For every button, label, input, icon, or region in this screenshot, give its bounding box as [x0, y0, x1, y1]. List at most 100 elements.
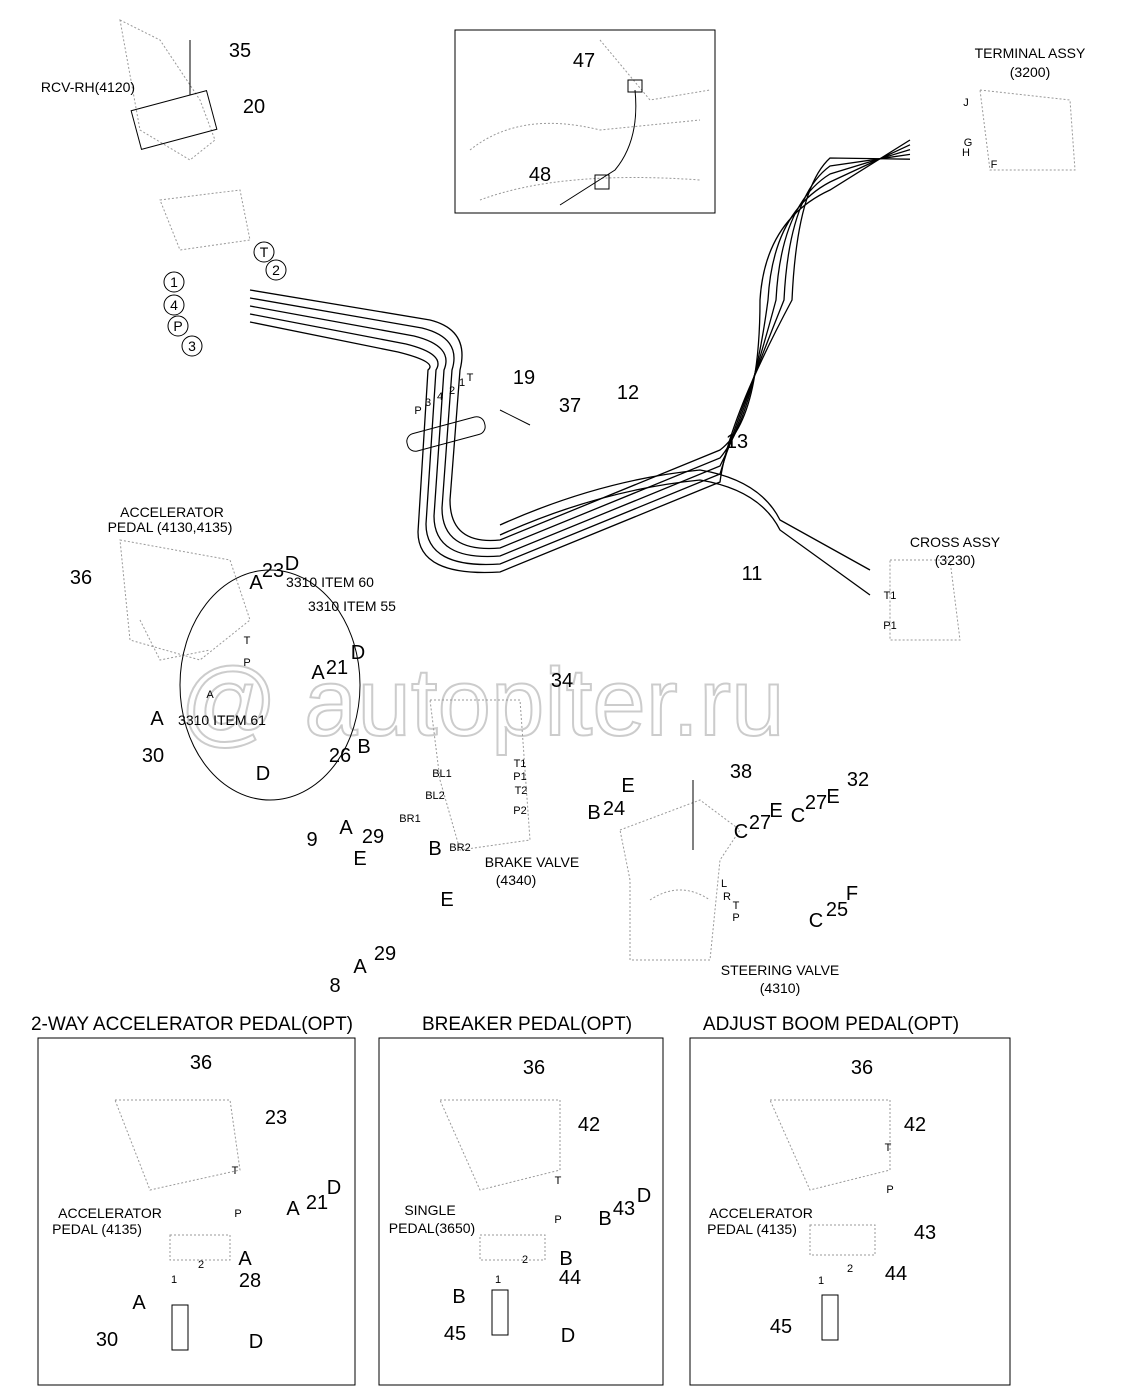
panel-frame-1	[37, 1037, 356, 1386]
panel-callout-label: 2	[198, 1259, 204, 1271]
callout-label: G	[964, 137, 973, 149]
callout-label: (3230)	[935, 552, 975, 568]
callout-label: BL2	[425, 790, 445, 802]
callout-label: STEERING VALVE	[721, 962, 840, 978]
panel-callout-label: 28	[239, 1270, 261, 1292]
panel-callout-label: 36	[851, 1057, 873, 1079]
callout-label: 1	[170, 274, 178, 290]
callout-label: F	[991, 159, 998, 171]
panel-callout-label: ACCELERATOR	[58, 1205, 162, 1221]
hose-line	[249, 153, 911, 566]
panel-callout-label: 42	[578, 1114, 600, 1136]
panel-callout-label: B	[559, 1248, 572, 1270]
callout-label: BL1	[432, 768, 452, 780]
callout-label: 35	[229, 40, 251, 62]
callout-label: J	[963, 97, 969, 109]
panel-callout-label: PEDAL (4135)	[707, 1221, 797, 1237]
callout-label: B	[357, 736, 370, 758]
panel-callout-label: 2	[847, 1263, 853, 1275]
hose-line	[249, 157, 911, 574]
callout-circle	[163, 294, 185, 316]
callout-label: E	[621, 775, 634, 797]
callout-label: CROSS ASSY	[910, 534, 1001, 550]
panel-callout-label: P	[886, 1184, 893, 1196]
callout-label: 3310 ITEM 61	[178, 712, 266, 728]
callout-label: E	[440, 889, 453, 911]
panel-callout-label: 23	[265, 1107, 287, 1129]
panel-callout-label: ACCELERATOR	[709, 1205, 813, 1221]
callout-label: A	[353, 956, 367, 978]
callout-label: 24	[603, 798, 625, 820]
callout-label: P	[414, 405, 421, 417]
callout-label: E	[826, 786, 839, 808]
panel-callout-label: D	[327, 1177, 341, 1199]
callout-label: T2	[515, 785, 528, 797]
panel-callout-label: T	[555, 1175, 562, 1187]
panel-callout-label: PEDAL (4135)	[52, 1221, 142, 1237]
callout-label: A	[311, 662, 325, 684]
callout-label: C	[734, 821, 748, 843]
panel-callout-label: T	[885, 1142, 892, 1154]
callout-label: C	[791, 805, 805, 827]
callout-label: T1	[884, 590, 897, 602]
panel-callout-label: P	[234, 1208, 241, 1220]
panel-callout-label: T	[232, 1165, 239, 1177]
callout-label: B	[428, 838, 441, 860]
panel-frame-3	[689, 1037, 1011, 1386]
callout-label: P	[173, 318, 182, 334]
callout-label: A	[339, 817, 353, 839]
callout-label: 8	[329, 975, 340, 997]
callout-label: BRAKE VALVE	[485, 854, 579, 870]
panel-callout-label: PEDAL(3650)	[389, 1220, 475, 1236]
callout-label: D	[351, 642, 365, 664]
callout-circle	[163, 271, 185, 293]
callout-label: 47	[573, 50, 595, 72]
panel-callout-label: 44	[885, 1263, 907, 1285]
callout-label: 12	[617, 382, 639, 404]
hose-line-11	[499, 479, 871, 596]
accelerator-pedal-ghost	[119, 539, 361, 801]
callout-label: L	[721, 878, 727, 890]
callout-label: 37	[559, 395, 581, 417]
panel-title: ADJUST BOOM PEDAL(OPT)	[703, 1014, 959, 1035]
callout-label: 36	[70, 567, 92, 589]
callout-label: 3310 ITEM 55	[308, 598, 396, 614]
panel-callout-label: 42	[904, 1114, 926, 1136]
panel-callout-label: 36	[523, 1057, 545, 1079]
callout-label: 32	[847, 769, 869, 791]
callout-label: 4	[437, 391, 443, 403]
bolt-37	[499, 409, 531, 426]
callout-label: BR1	[399, 813, 420, 825]
callout-label: 9	[306, 829, 317, 851]
callout-label: R	[723, 891, 731, 903]
callout-label: T	[260, 244, 269, 260]
panel-callout-label: 1	[171, 1274, 177, 1286]
callout-label: F	[846, 883, 858, 905]
watermark: @ autopiter.ru	[180, 649, 784, 756]
callout-label: 2	[272, 262, 280, 278]
callout-label: A	[249, 572, 263, 594]
callout-label: 1	[459, 377, 465, 389]
callout-label: E	[769, 800, 782, 822]
brake-valve-ghost	[429, 699, 531, 851]
callout-label: H	[962, 147, 970, 159]
panel-callout-label: 45	[770, 1316, 792, 1338]
panel-callout-label: 1	[818, 1275, 824, 1287]
callout-label: 34	[551, 670, 573, 692]
callout-label: D	[285, 553, 299, 575]
callout-label: D	[256, 763, 270, 785]
panel-callout-label: B	[452, 1286, 465, 1308]
callout-label: A	[150, 708, 164, 730]
panel-callout-label: 21	[306, 1192, 328, 1214]
callout-label: 20	[243, 96, 265, 118]
callout-label: BR2	[449, 842, 470, 854]
callout-circle	[265, 259, 287, 281]
detail-circle	[179, 569, 361, 801]
panel-callout-label: B	[598, 1208, 611, 1230]
hose-bundle	[249, 139, 911, 596]
callout-label: ACCELERATOR	[120, 504, 224, 520]
callout-label: 19	[513, 367, 535, 389]
hose-line-11	[499, 469, 871, 571]
